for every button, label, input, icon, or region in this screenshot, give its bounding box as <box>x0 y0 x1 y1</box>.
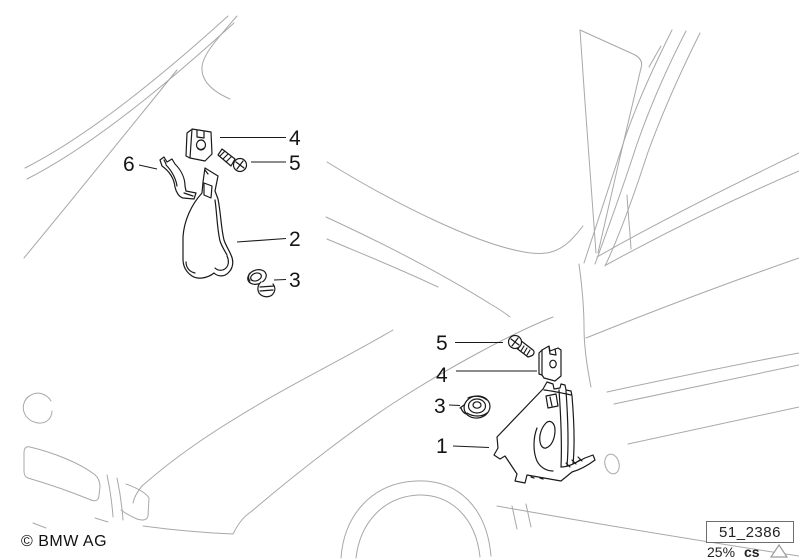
car-bumper-dash-2 <box>94 517 109 523</box>
car-kidney-grille-left <box>23 446 101 502</box>
car-line-cowl-2 <box>325 216 511 318</box>
leader-lines <box>138 136 537 449</box>
car-outline <box>22 15 799 559</box>
copyright-text: © BMW AG <box>21 533 108 550</box>
part-drawing-3-right-grommet[interactable] <box>459 394 492 420</box>
car-line-window-left <box>579 29 597 254</box>
leader-line-3-right <box>448 404 461 407</box>
car-kidney-divider-2 <box>116 477 124 521</box>
language-code-label: cs <box>744 544 760 559</box>
car-line-door-crease-3 <box>613 364 799 405</box>
callout-5-left[interactable]: 5 <box>289 152 301 175</box>
car-line-cowl <box>326 161 584 255</box>
car-line-sill-bottom <box>496 505 799 557</box>
car-line-apillar-2 <box>594 30 687 265</box>
car-line-window-right <box>597 67 642 254</box>
car-bumper-dash-1 <box>32 522 47 529</box>
part-drawing-4-right-clip[interactable] <box>538 345 562 382</box>
car-line-hood-edge <box>132 329 394 504</box>
callout-4-right[interactable]: 4 <box>436 364 448 387</box>
callout-6[interactable]: 6 <box>123 153 135 176</box>
triangle-outline-shape <box>769 543 789 558</box>
car-line-sill-mark-1 <box>511 505 518 530</box>
callout-5-right[interactable]: 5 <box>436 332 448 355</box>
part-drawing-4-left-clip[interactable] <box>185 128 213 162</box>
car-line-windshield-pillar-2 <box>26 22 235 180</box>
car-bumper-line <box>142 525 234 535</box>
part-drawing-1-bpillar-trim[interactable] <box>493 381 596 484</box>
car-line-fender-crease <box>232 316 554 535</box>
car-kidney-divider-1 <box>106 474 114 518</box>
car-headlight <box>22 392 53 424</box>
car-line-hood-rear <box>23 69 178 259</box>
part-drawing-2-pillar-trim[interactable] <box>182 167 234 279</box>
car-line-apillar-1 <box>583 29 673 264</box>
car-wheel-arch-inner <box>355 494 481 559</box>
car-line-apillar-dash <box>648 45 662 68</box>
callout-2[interactable]: 2 <box>289 228 301 251</box>
car-line-pillar-drop <box>626 194 632 250</box>
callout-3-right[interactable]: 3 <box>434 395 446 418</box>
car-line-mirror-curve <box>201 15 238 100</box>
leader-line-6 <box>138 164 158 170</box>
car-line-sill-top <box>627 406 799 445</box>
car-line-window-top <box>579 29 643 69</box>
car-line-sill-mark-2 <box>525 503 532 528</box>
callout-1[interactable]: 1 <box>436 435 448 458</box>
image-number-box[interactable]: 51_2386 <box>706 521 794 543</box>
part-drawing-5-right-screw[interactable] <box>507 334 535 358</box>
car-line-door-crease-1 <box>585 257 799 339</box>
callout-3-left[interactable]: 3 <box>289 269 301 292</box>
leader-line-3-left <box>273 278 287 281</box>
car-kidney-grille-right <box>120 483 150 521</box>
triangle-icon[interactable] <box>768 543 792 559</box>
image-number-text: 51_2386 <box>719 523 781 541</box>
car-line-windshield-pillar-1 <box>24 15 229 169</box>
part-drawing-5-left-screw[interactable] <box>217 148 248 173</box>
leader-line-2 <box>236 237 287 243</box>
car-line-cowl-3 <box>326 238 439 288</box>
car-door-oval <box>604 453 620 475</box>
part-drawing-3-left-grommet[interactable] <box>246 267 276 298</box>
zoom-level-label: 25% <box>707 544 736 559</box>
car-line-beltline-1 <box>596 152 799 258</box>
callout-labels: 4 5 6 2 3 5 4 3 1 <box>123 127 448 458</box>
callout-4-left[interactable]: 4 <box>289 127 301 150</box>
car-wheel-arch-outer <box>340 480 492 559</box>
car-line-door-front-edge <box>578 263 592 388</box>
car-line-beltline-2 <box>605 170 799 266</box>
part-drawing-6-hook-bracket[interactable] <box>159 156 197 200</box>
car-line-door-crease-2 <box>606 352 799 393</box>
leader-line-1 <box>452 445 490 449</box>
car-line-apillar-3 <box>604 32 701 267</box>
